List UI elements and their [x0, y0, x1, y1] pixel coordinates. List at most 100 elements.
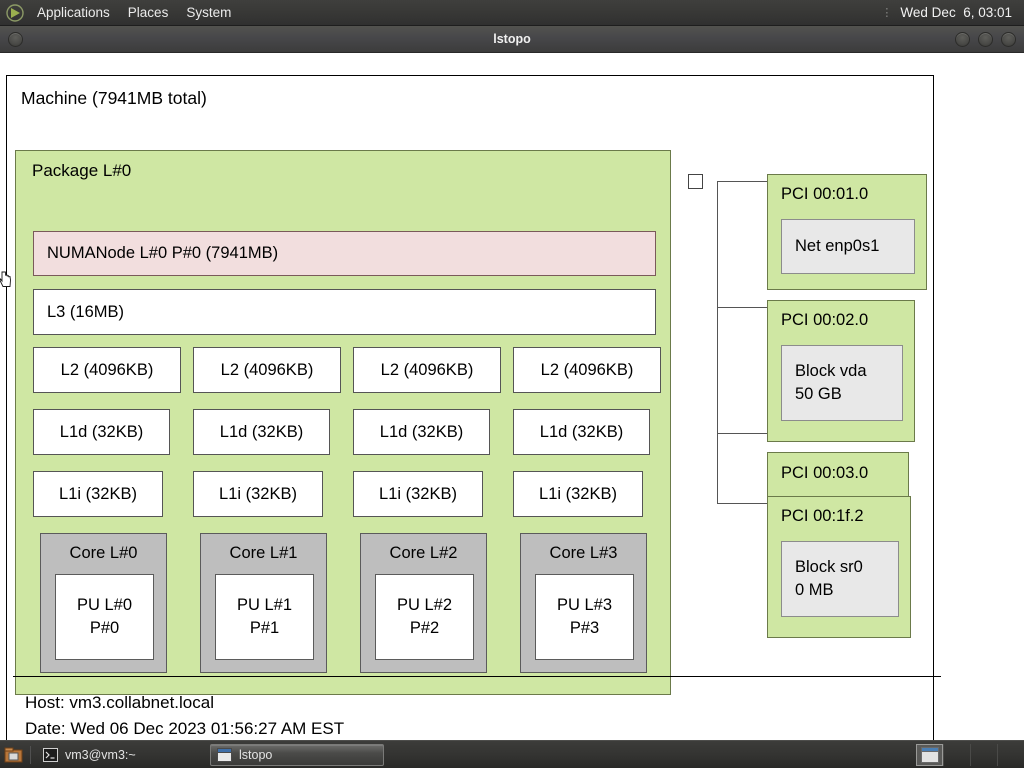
close-button[interactable]	[1001, 32, 1016, 47]
machine-box[interactable]: Machine (7941MB total) Package L#0 NUMAN…	[6, 75, 941, 754]
maximize-button[interactable]	[978, 32, 993, 47]
pci-trunk-line	[717, 181, 718, 503]
window-title: lstopo	[493, 32, 531, 46]
menu-system[interactable]: System	[186, 4, 232, 20]
topology-footer: Host: vm3.collabnet.local Date: Wed 06 D…	[13, 676, 941, 768]
core-box[interactable]: Core L#0 PU L#0 P#0	[40, 533, 167, 673]
pu-box[interactable]: PU L#3 P#3	[535, 574, 634, 660]
l1i-cache-row: L1i (32KB) L1i (32KB) L1i (32KB) L1i (32…	[33, 471, 673, 517]
window-titlebar[interactable]: lstopo	[0, 26, 1024, 53]
core-box[interactable]: Core L#1 PU L#1 P#1	[200, 533, 327, 673]
pu-box[interactable]: PU L#0 P#0	[55, 574, 154, 660]
lstopo-window: lstopo Machine (7941MB total) Package L#…	[0, 26, 1024, 754]
pci-child-box[interactable]: Block sr0 0 MB	[781, 541, 899, 617]
l2-cache-box[interactable]: L2 (4096KB)	[353, 347, 501, 393]
task-button-lstopo[interactable]: lstopo	[210, 743, 384, 766]
workspace-switcher-icon[interactable]	[916, 743, 943, 766]
pci-branch-line	[717, 503, 767, 504]
core-box[interactable]: Core L#3 PU L#3 P#3	[520, 533, 647, 673]
l1i-cache-box[interactable]: L1i (32KB)	[353, 471, 483, 517]
l1d-cache-label: L1d (32KB)	[379, 422, 464, 441]
l1i-cache-box[interactable]: L1i (32KB)	[513, 471, 643, 517]
panel-grip-icon: ⋮	[881, 6, 894, 19]
l2-cache-label: L2 (4096KB)	[540, 360, 634, 379]
workspace-cell[interactable]	[970, 743, 997, 766]
minimize-button[interactable]	[955, 32, 970, 47]
gnome-foot-icon[interactable]	[4, 3, 26, 23]
workspace-cell[interactable]	[997, 743, 1024, 766]
l2-cache-box[interactable]: L2 (4096KB)	[513, 347, 661, 393]
menu-places[interactable]: Places	[127, 4, 169, 20]
window-icon	[217, 747, 232, 762]
pu-label-line2: P#1	[249, 619, 280, 637]
l1i-cache-label: L1i (32KB)	[379, 484, 457, 503]
pu-label-line1: PU L#0	[76, 596, 133, 615]
l1d-cache-box[interactable]: L1d (32KB)	[513, 409, 650, 455]
pci-branch-line	[717, 307, 767, 308]
pu-box[interactable]: PU L#2 P#2	[375, 574, 474, 660]
pu-label-line2: P#0	[89, 619, 120, 637]
pci-child-line1: Block sr0	[795, 558, 863, 577]
workspace-switcher[interactable]	[916, 741, 1024, 768]
l2-cache-label: L2 (4096KB)	[220, 360, 314, 379]
package-box[interactable]: Package L#0 NUMANode L#0 P#0 (7941MB) L3…	[15, 150, 671, 695]
pci-child-line1: Net enp0s1	[795, 237, 880, 256]
l1d-cache-box[interactable]: L1d (32KB)	[193, 409, 330, 455]
pci-device-box[interactable]: PCI 00:03.0	[767, 452, 909, 497]
l1i-cache-label: L1i (32KB)	[59, 484, 137, 503]
pci-device-label: PCI 00:1f.2	[781, 507, 864, 525]
numanode-label: NUMANode L#0 P#0 (7941MB)	[47, 244, 279, 262]
l1i-cache-label: L1i (32KB)	[219, 484, 297, 503]
l3-cache-box[interactable]: L3 (16MB)	[33, 289, 656, 335]
panel-right-area: ⋮ Wed Dec 6, 03:01	[881, 5, 1024, 20]
pci-device-label: PCI 00:01.0	[781, 185, 869, 203]
package-label: Package L#0	[32, 161, 132, 180]
show-desktop-icon[interactable]	[3, 744, 25, 766]
window-controls	[955, 32, 1016, 47]
footer-divider	[13, 676, 941, 677]
l2-cache-box[interactable]: L2 (4096KB)	[193, 347, 341, 393]
l1i-cache-box[interactable]: L1i (32KB)	[193, 471, 323, 517]
pci-child-box[interactable]: Net enp0s1	[781, 219, 915, 274]
menu-applications[interactable]: Applications	[37, 4, 110, 20]
l2-cache-box[interactable]: L2 (4096KB)	[33, 347, 181, 393]
date-label: Date: Wed 06 Dec 2023 01:56:27 AM EST	[25, 718, 345, 738]
pu-label-line1: PU L#1	[236, 596, 293, 615]
host-bridge-node[interactable]	[688, 174, 703, 189]
window-list-taskbar: vm3@vm3:~ lstopo	[0, 740, 1024, 768]
l1i-cache-box[interactable]: L1i (32KB)	[33, 471, 163, 517]
numanode-box[interactable]: NUMANode L#0 P#0 (7941MB)	[33, 231, 656, 276]
pci-child-box[interactable]: Block vda 50 GB	[781, 345, 903, 421]
pu-label-line1: PU L#2	[396, 596, 453, 615]
task-label: lstopo	[239, 747, 273, 762]
workspace-cell[interactable]	[943, 743, 970, 766]
clock-label[interactable]: Wed Dec 6, 03:01	[900, 5, 1012, 20]
pci-child-line1: Block vda	[795, 362, 867, 381]
window-menu-icon[interactable]	[8, 32, 23, 47]
l1d-cache-box[interactable]: L1d (32KB)	[353, 409, 490, 455]
pci-branch-line	[717, 433, 767, 434]
pu-box[interactable]: PU L#1 P#1	[215, 574, 314, 660]
l1d-cache-label: L1d (32KB)	[539, 422, 624, 441]
l2-cache-label: L2 (4096KB)	[60, 360, 154, 379]
l1d-cache-box[interactable]: L1d (32KB)	[33, 409, 170, 455]
pu-label-line1: PU L#3	[556, 596, 613, 615]
pci-device-box[interactable]: PCI 00:01.0 Net enp0s1	[767, 174, 927, 290]
footer-text-block: Host: vm3.collabnet.local Date: Wed 06 D…	[25, 690, 344, 742]
pci-device-box[interactable]: PCI 00:02.0 Block vda 50 GB	[767, 300, 915, 442]
l1d-cache-label: L1d (32KB)	[59, 422, 144, 441]
core-label: Core L#2	[389, 544, 458, 562]
taskbar-separator	[30, 745, 31, 764]
core-label: Core L#3	[549, 544, 618, 562]
pci-child-line2: 50 GB	[795, 385, 842, 403]
task-button-terminal[interactable]: vm3@vm3:~	[36, 744, 210, 766]
topology-canvas[interactable]: Machine (7941MB total) Package L#0 NUMAN…	[0, 53, 1024, 754]
core-label: Core L#1	[229, 544, 298, 562]
machine-label: Machine (7941MB total)	[21, 88, 207, 108]
pci-device-label: PCI 00:02.0	[781, 311, 869, 329]
pci-device-box[interactable]: PCI 00:1f.2 Block sr0 0 MB	[767, 496, 911, 638]
hand-pointer-cursor	[0, 271, 12, 288]
core-box[interactable]: Core L#2 PU L#2 P#2	[360, 533, 487, 673]
pci-device-label: PCI 00:03.0	[781, 464, 869, 482]
